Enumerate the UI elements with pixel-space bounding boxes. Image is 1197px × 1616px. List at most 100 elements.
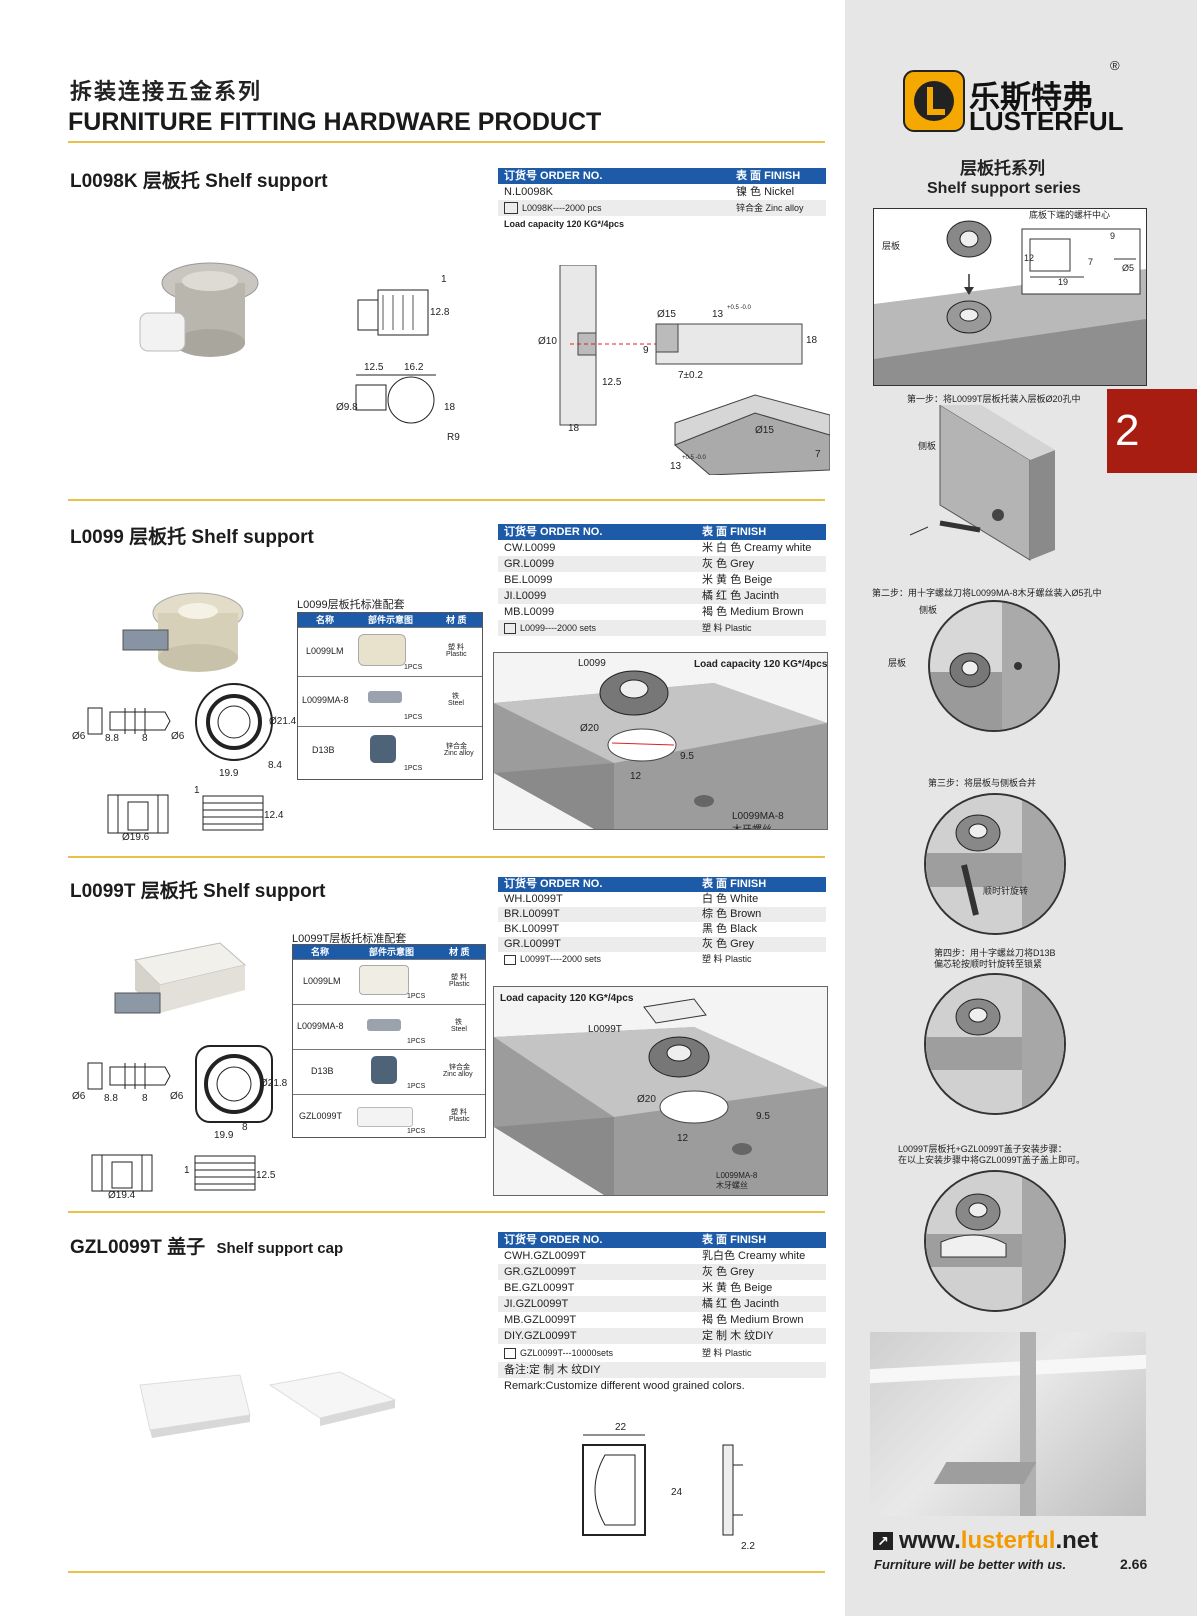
website: ↗www.lusterful.net [873, 1527, 1098, 1555]
kit-name: L0099LM [303, 976, 341, 986]
order-no: CW.L0099 [504, 542, 556, 554]
drawing-l0098k-top: 12.5 16.2 Ø9.8 18 R9 [336, 362, 460, 443]
kit-row: L0099LM 1PCS 塑 料 Plastic [298, 627, 482, 676]
order-no: GR.GZL0099T [504, 1266, 577, 1278]
label-screw-cn: 木牙螺丝 [732, 821, 772, 829]
load-diagram-l0099: Load capacity 120 KG*/4pcs L0099 Ø20 9.5… [493, 652, 828, 830]
th-finish: 表 面 FINISH [736, 170, 801, 182]
dim-19-6: Ø19.6 [122, 832, 150, 843]
step-4-text-a: 第四步：用十字螺丝刀将D13B [934, 948, 1056, 958]
drawing-l0099-screw: Ø6 8.8 8 Ø6 [70, 700, 190, 750]
dim-15: Ø15 [657, 309, 676, 320]
kit-part-image [371, 1056, 397, 1084]
section-title-gzl-a: GZL0099T 盖子 [70, 1237, 206, 1258]
page-tab: 2 [1107, 389, 1197, 473]
kit-row: D13B 1PCS 锌合金 Zinc alloy [298, 726, 482, 777]
box-icon [504, 955, 516, 965]
note-en: Remark:Customize different wood grained … [504, 1380, 745, 1392]
th-finish: 表 面 FINISH [702, 526, 767, 538]
brand-logo: 乐斯特弗 LUSTERFUL ® [903, 58, 1125, 136]
website-prefix: www. [899, 1527, 961, 1554]
dim-22: 22 [615, 1422, 627, 1433]
dim-8-8: 8.8 [104, 1093, 118, 1104]
label-side-panel: 侧板 [918, 441, 937, 451]
install-diagram: 底板下端的螺杆中心 层板 9 12 7 19 Ø5 [873, 208, 1147, 386]
finish: 褐 色 Medium Brown [702, 606, 804, 618]
kit-qty: 1PCS [404, 765, 423, 772]
order-no: L0098K----2000 pcs [522, 203, 602, 213]
step-5-image [924, 1170, 1066, 1312]
dim-18b: 18 [568, 423, 580, 434]
order-no: GR.L0099T [504, 938, 561, 950]
drawing-l0099-side: 1 12.4 [188, 785, 288, 838]
series-title-cn: 层板托系列 [960, 159, 1045, 178]
dim-12-4: 12.4 [264, 810, 284, 821]
header-title-cn: 拆装连接五金系列 [70, 79, 263, 104]
kit-name: D13B [311, 1066, 334, 1076]
dim-13b: 13 [670, 461, 682, 472]
order-no: N.L0098K [504, 186, 553, 198]
page-number: 2.66 [1120, 1556, 1148, 1572]
th-order: 订货号 ORDER NO. [504, 1234, 603, 1246]
th-finish: 表 面 FINISH [702, 878, 767, 890]
kit-mat-en: Steel [451, 1026, 467, 1033]
kh-pic: 部件示意图 [369, 947, 415, 957]
kit-mat-en: Zinc alloy [443, 1071, 473, 1078]
kit-title-l0099: L0099层板托标准配套 [297, 599, 405, 611]
product-photo-gzl [130, 1360, 400, 1460]
order-no: BE.L0099 [504, 574, 553, 586]
finish: 乳白色 Creamy white [702, 1250, 806, 1262]
kit-part-image [359, 965, 409, 995]
box-icon [504, 623, 516, 634]
dim-15b: Ø15 [755, 425, 774, 436]
order-no: JI.L0099 [504, 590, 547, 602]
section-title-gzl-b: Shelf support cap [216, 1240, 344, 1257]
kit-mat-cn: 塑 料 [451, 1109, 467, 1116]
th-finish: 表 面 FINISH [702, 1234, 767, 1246]
dim-12-5b: 12.5 [602, 377, 622, 388]
label-d95: 9.5 [756, 1111, 770, 1122]
dim-7b: 7 [815, 449, 821, 460]
dim-13: 13 [712, 309, 724, 320]
label-screw: L0099MA-8 [716, 1171, 758, 1180]
finish: 白 色 White [702, 893, 759, 905]
drawing-l0099t-screw: Ø6 8.8 8 Ø6 [70, 1055, 190, 1105]
order-no: CWH.GZL0099T [504, 1250, 586, 1262]
order-no: GR.L0099 [504, 558, 555, 570]
drawing-l0099t-side: 1 12.5 [180, 1148, 280, 1198]
note-cn: 备注:定 制 木 纹DIY [504, 1364, 601, 1376]
product-photo-l0099t [110, 935, 250, 1035]
shelf-photo [870, 1332, 1146, 1516]
step-2-text: 第二步：用十字螺丝刀将L0099MA-8木牙螺丝装入Ø5孔中 [872, 588, 1102, 598]
step-4-text-b: 偏芯轮按顺时针旋转至锁紧 [934, 959, 1043, 969]
section-title-l0099t: L0099T 层板托 Shelf support [70, 881, 326, 902]
kit-part-image [370, 735, 396, 763]
load-capacity: Load capacity 120 KG*/4pcs [500, 993, 634, 1004]
kit-mat-cn: 塑 料 [451, 974, 467, 981]
finish: 棕 色 Brown [702, 908, 762, 920]
kit-name: L0099LM [306, 646, 344, 656]
finish: 塑 料 Plastic [702, 954, 752, 964]
finish: 塑 料 Plastic [702, 1348, 752, 1358]
finish: 黑 色 Black [702, 923, 758, 935]
kit-name: L0099MA-8 [297, 1021, 344, 1031]
load-capacity: Load capacity 120 KG*/4pcs [694, 659, 828, 670]
th-order: 订货号 ORDER NO. [504, 878, 603, 890]
kit-qty: 1PCS [407, 993, 426, 1000]
drawing-l0099-bottom: Ø19.6 [100, 790, 180, 845]
dim-16-2: 16.2 [404, 362, 424, 373]
dim-9b: 9 [643, 345, 649, 356]
divider [68, 1571, 825, 1573]
kit-qty: 1PCS [404, 714, 423, 721]
section-title-l0099: L0099 层板托 Shelf support [70, 527, 314, 548]
dim-8b: 8 [242, 1122, 248, 1133]
dim-21-8: Ø21.8 [260, 1078, 288, 1089]
label-screw-cn: 木牙螺丝 [716, 1181, 748, 1190]
divider [68, 141, 825, 143]
order-no: L0099T----2000 sets [520, 954, 602, 964]
finish: 锌合金 Zinc alloy [736, 203, 804, 213]
kit-part-image [368, 691, 402, 703]
label-screw: L0099MA-8 [732, 811, 784, 822]
kit-qty: 1PCS [407, 1128, 426, 1135]
